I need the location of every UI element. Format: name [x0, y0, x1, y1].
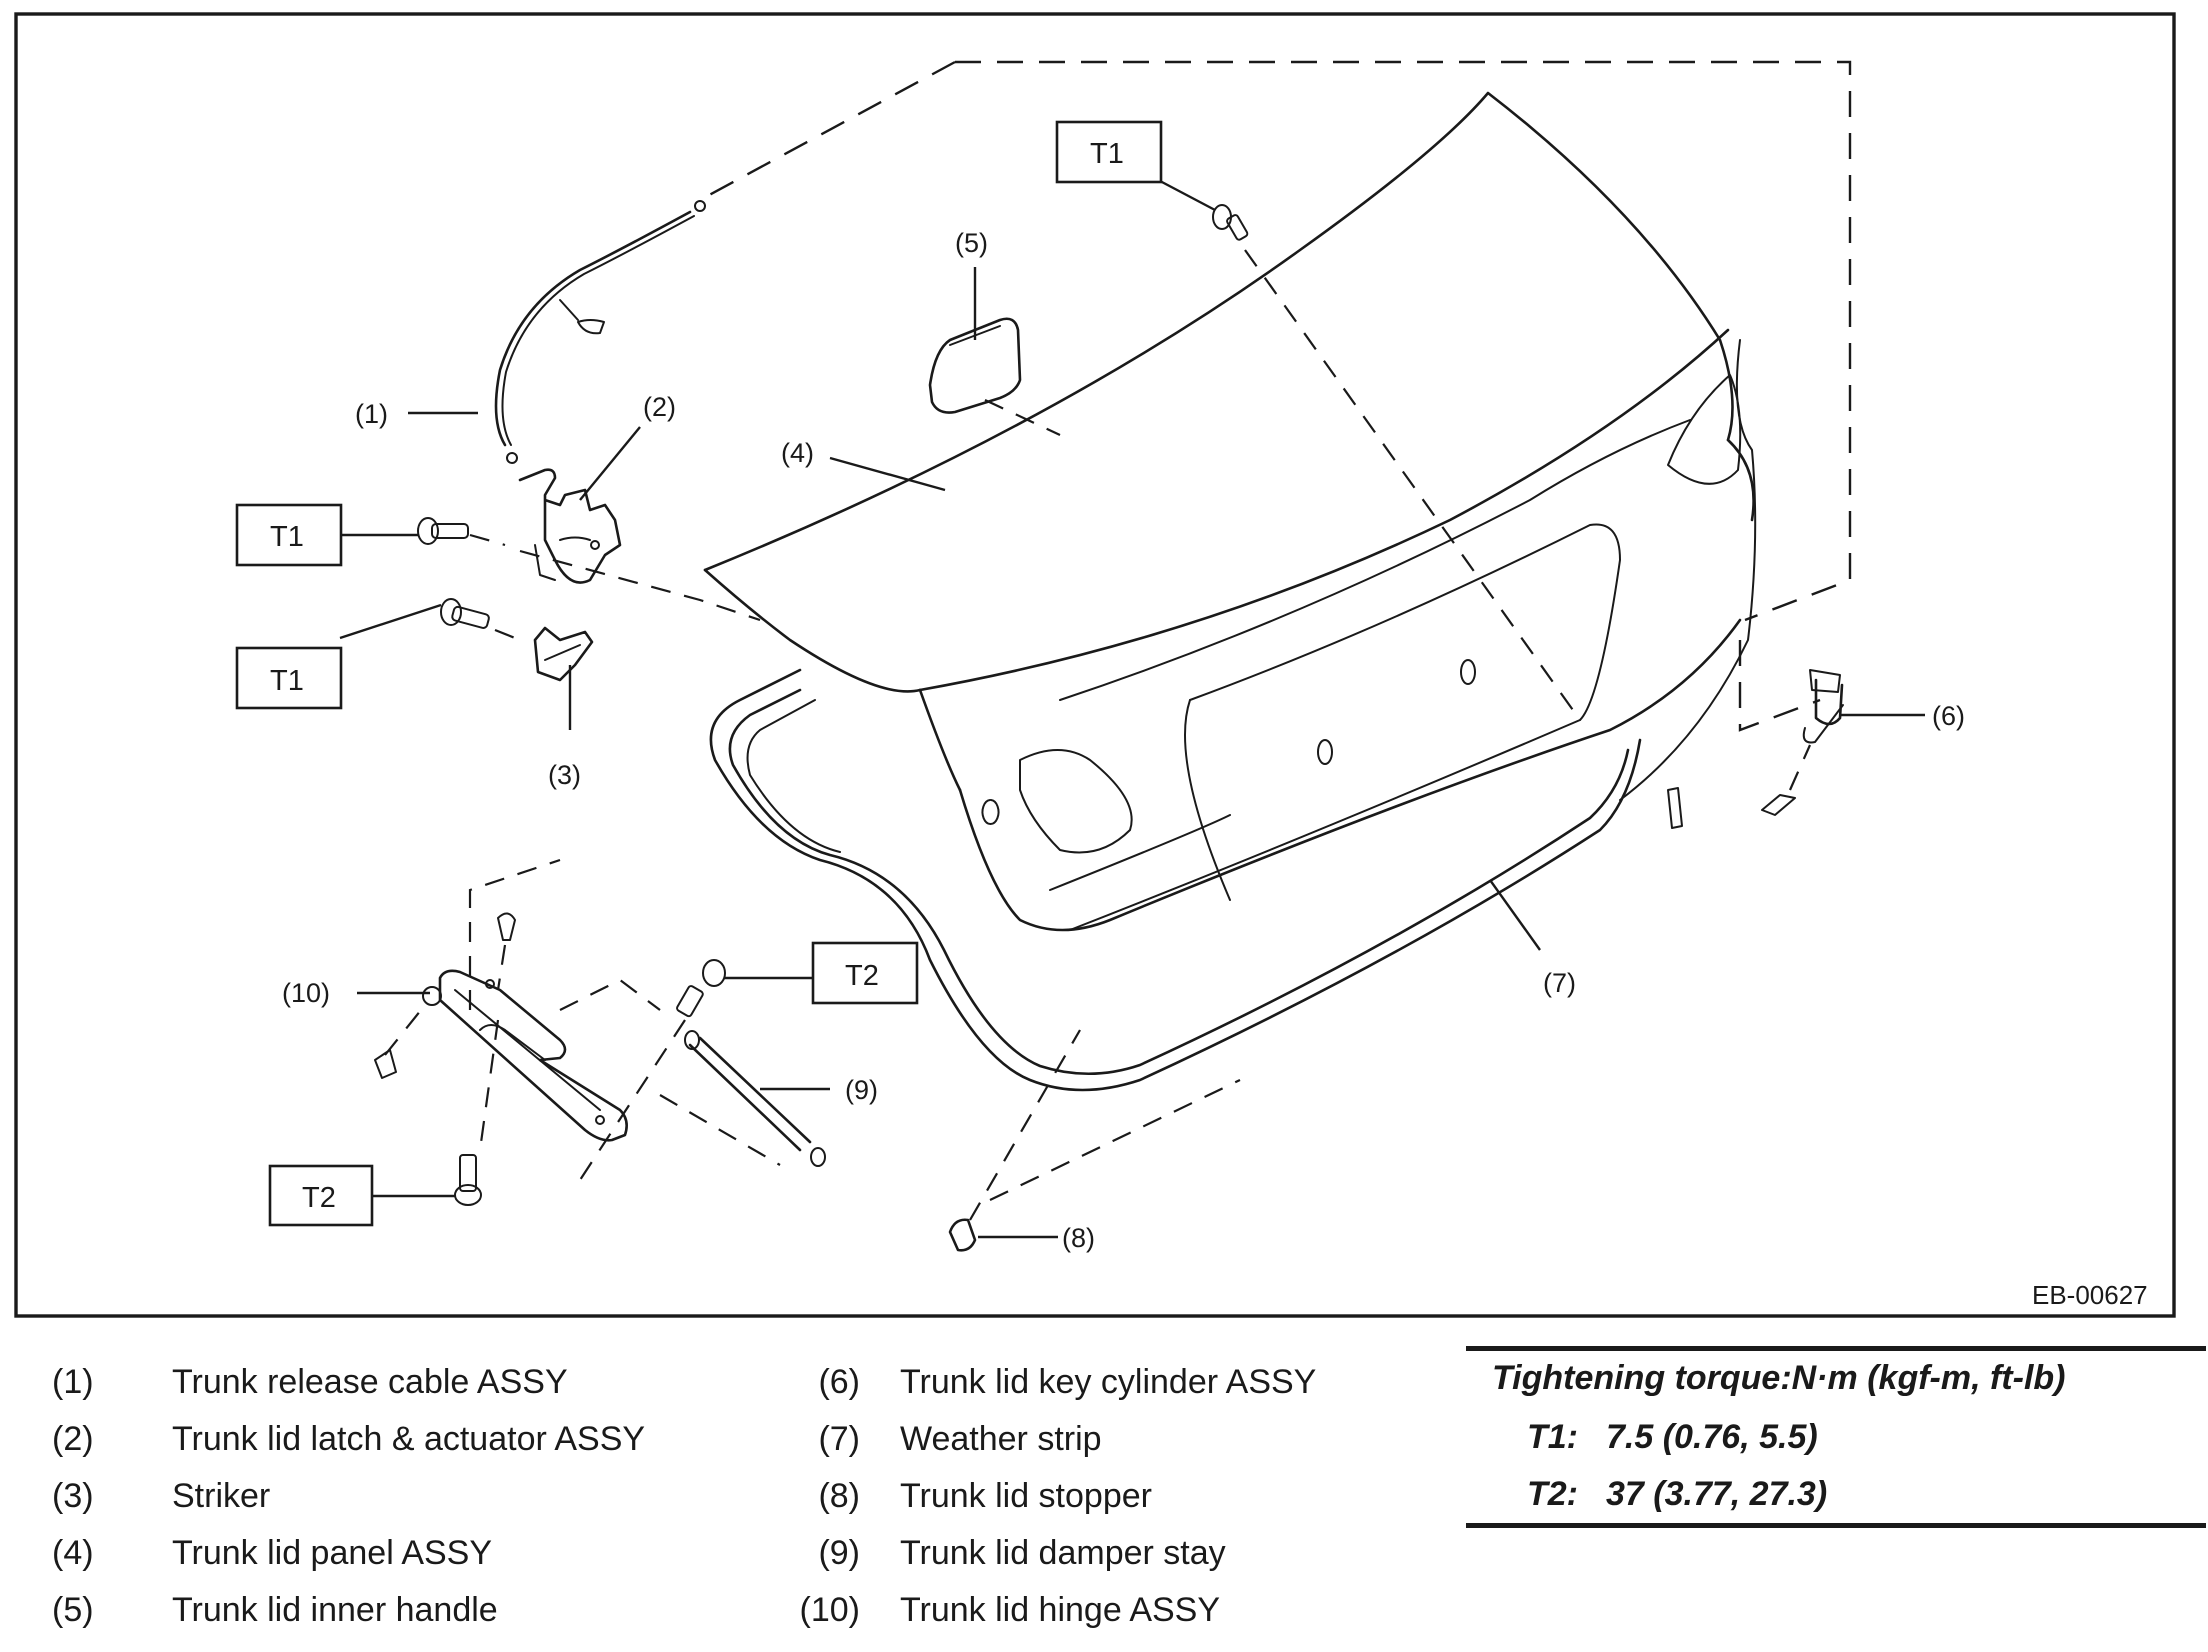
legend-num: (5)	[52, 1591, 94, 1629]
svg-text:T2: T2	[302, 1182, 336, 1214]
torque-table-bottom-rule	[1466, 1523, 2206, 1528]
trunk-lid-inner-handle	[928, 317, 1061, 436]
legend-item: (9) Trunk lid damper stay	[760, 1525, 1316, 1582]
legend-num: (1)	[52, 1363, 94, 1401]
figure-id: EB-00627	[2032, 1280, 2148, 1310]
bolt-hinge-lower	[454, 1154, 482, 1206]
callout-9: (9)	[845, 1075, 878, 1105]
callout-8: (8)	[1062, 1223, 1095, 1253]
torque-tag-t2-lower: T2	[268, 1164, 374, 1227]
legend-item: (4) Trunk lid panel ASSY	[40, 1525, 645, 1582]
torque-row: T2: 37 (3.77, 27.3)	[1466, 1466, 2206, 1523]
legend-label: Trunk lid latch & actuator ASSY	[172, 1420, 646, 1458]
callout-2: (2)	[643, 392, 676, 422]
callout-6: (6)	[1932, 701, 1965, 731]
exploded-parts-diagram: (1) (2) (3) (4) (5) (6) (7) (8) (9) (10)…	[14, 12, 2176, 1318]
legend-num: (4)	[52, 1534, 94, 1572]
assembly-boundary-dashed	[699, 60, 1852, 732]
trunk-lid-damper-stay	[659, 1030, 826, 1167]
trunk-lid-key-cylinder	[1667, 669, 1844, 829]
torque-value: 37 (3.77, 27.3)	[1606, 1475, 1828, 1513]
torque-tag-t1-top: T1	[1055, 120, 1163, 184]
trunk-release-cable	[494, 200, 706, 464]
legend-item: (2) Trunk lid latch & actuator ASSY	[40, 1411, 645, 1468]
legend-label: Trunk lid damper stay	[900, 1534, 1226, 1572]
callout-1: (1)	[355, 399, 388, 429]
torque-table-title: Tightening torque:N·m (kgf-m, ft-lb)	[1492, 1359, 2066, 1397]
svg-text:T2: T2	[845, 960, 879, 992]
legend-label: Striker	[172, 1477, 271, 1515]
torque-tag-t2-hinge-bolt: T2	[811, 941, 919, 1005]
callout-10: (10)	[282, 978, 330, 1008]
striker	[533, 626, 594, 682]
legend-item: (3) Striker	[40, 1468, 645, 1525]
legend-label: Weather strip	[900, 1420, 1102, 1458]
torque-tag-t1-striker: T1	[235, 646, 343, 710]
legend-label: Trunk lid stopper	[900, 1477, 1152, 1515]
callout-4: (4)	[781, 438, 814, 468]
legend-label: Trunk lid hinge ASSY	[900, 1591, 1221, 1629]
parts-legend-left: (1) Trunk release cable ASSY (2) Trunk lid…	[40, 1354, 645, 1639]
torque-row: T1: 7.5 (0.76, 5.5)	[1466, 1409, 2206, 1466]
figure-frame	[14, 12, 2176, 1318]
trunk-lid-stopper	[948, 1029, 1241, 1252]
torque-tag-t1-latch: T1	[235, 503, 343, 567]
legend-num: (8)	[818, 1477, 860, 1515]
legend-label: Trunk lid inner handle	[172, 1591, 498, 1629]
torque-value: 7.5 (0.76, 5.5)	[1606, 1418, 1818, 1456]
svg-text:T1: T1	[270, 521, 304, 553]
legend-item: (8) Trunk lid stopper	[760, 1468, 1316, 1525]
bolt-latch	[417, 517, 761, 622]
bolt-top	[1212, 204, 1581, 721]
legend-num: (3)	[52, 1477, 94, 1515]
torque-table-top-rule	[1466, 1346, 2206, 1351]
svg-text:T1: T1	[270, 665, 304, 697]
svg-text:T1: T1	[1090, 138, 1124, 170]
legend-num: (7)	[818, 1420, 860, 1458]
bolt-hinge-upper	[579, 959, 726, 1181]
callout-5: (5)	[955, 228, 988, 258]
legend-item: (5) Trunk lid inner handle	[40, 1582, 645, 1639]
leader-lines	[339, 179, 1925, 1239]
trunk-lid-panel	[703, 91, 1757, 932]
legend-num: (6)	[818, 1363, 860, 1401]
legend-label: Trunk lid key cylinder ASSY	[900, 1363, 1317, 1401]
legend-label: Trunk release cable ASSY	[172, 1363, 568, 1401]
legend-num: (2)	[52, 1420, 94, 1458]
legend-item: (1) Trunk release cable ASSY	[40, 1354, 645, 1411]
legend-num: (10)	[799, 1591, 860, 1629]
torque-key: T2:	[1527, 1475, 1578, 1513]
bolt-striker	[440, 598, 521, 642]
legend-num: (9)	[818, 1534, 860, 1572]
callout-3: (3)	[548, 760, 581, 790]
parts-legend-right: (6) Trunk lid key cylinder ASSY (7) Weathe…	[760, 1354, 1317, 1639]
trunk-lid-hinge	[374, 858, 661, 1151]
legend-label: Trunk lid panel ASSY	[172, 1534, 493, 1572]
torque-spec-table: Tightening torque:N·m (kgf-m, ft-lb) T1:…	[1466, 1346, 2206, 1528]
callout-7: (7)	[1543, 968, 1576, 998]
weather-strip	[709, 668, 1642, 1092]
legend-item: (10) Trunk lid hinge ASSY	[760, 1582, 1316, 1639]
torque-key: T1:	[1527, 1418, 1578, 1456]
legend-item: (7) Weather strip	[760, 1411, 1316, 1468]
legend-item: (6) Trunk lid key cylinder ASSY	[760, 1354, 1316, 1411]
